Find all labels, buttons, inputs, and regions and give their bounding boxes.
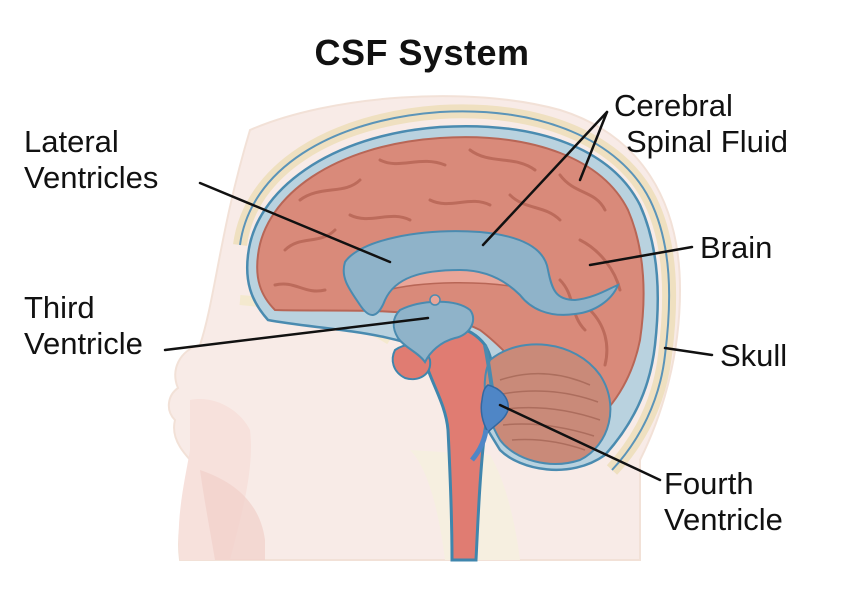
label-skull: Skull	[720, 338, 788, 373]
label-line: Third	[24, 290, 95, 325]
label-fourth-ventricle: Fourth Ventricle	[664, 466, 783, 538]
leader-brain	[588, 245, 694, 267]
lateral-ventricles	[342, 230, 620, 316]
leader-csf-2	[578, 110, 609, 182]
leader-lateral-ventricles	[198, 181, 392, 264]
label-line: Spinal Fluid	[626, 124, 788, 159]
leader-csf-1	[481, 110, 609, 247]
label-lateral-ventricles: Lateral Ventricles	[24, 124, 158, 196]
label-line: Ventricle	[24, 326, 143, 361]
leader-lines	[163, 110, 714, 482]
diagram-title: CSF System	[314, 32, 530, 73]
third-ventricle	[392, 300, 475, 364]
label-line: Fourth	[664, 466, 754, 501]
leader-third-ventricle	[163, 316, 430, 352]
leader-skull	[663, 346, 714, 357]
label-line: Cerebral	[614, 88, 733, 123]
label-brain: Brain	[700, 230, 773, 265]
label-line: Ventricles	[24, 160, 159, 195]
label-cerebral-spinal-fluid: Cerebral Spinal Fluid	[614, 88, 788, 160]
brainstem	[418, 323, 495, 562]
label-line: Ventricle	[664, 502, 783, 537]
leader-fourth-ventricle	[498, 403, 662, 482]
cerebral-aqueduct	[483, 344, 494, 389]
label-third-ventricle: Third Ventricle	[24, 290, 143, 362]
label-line: Lateral	[24, 124, 119, 159]
